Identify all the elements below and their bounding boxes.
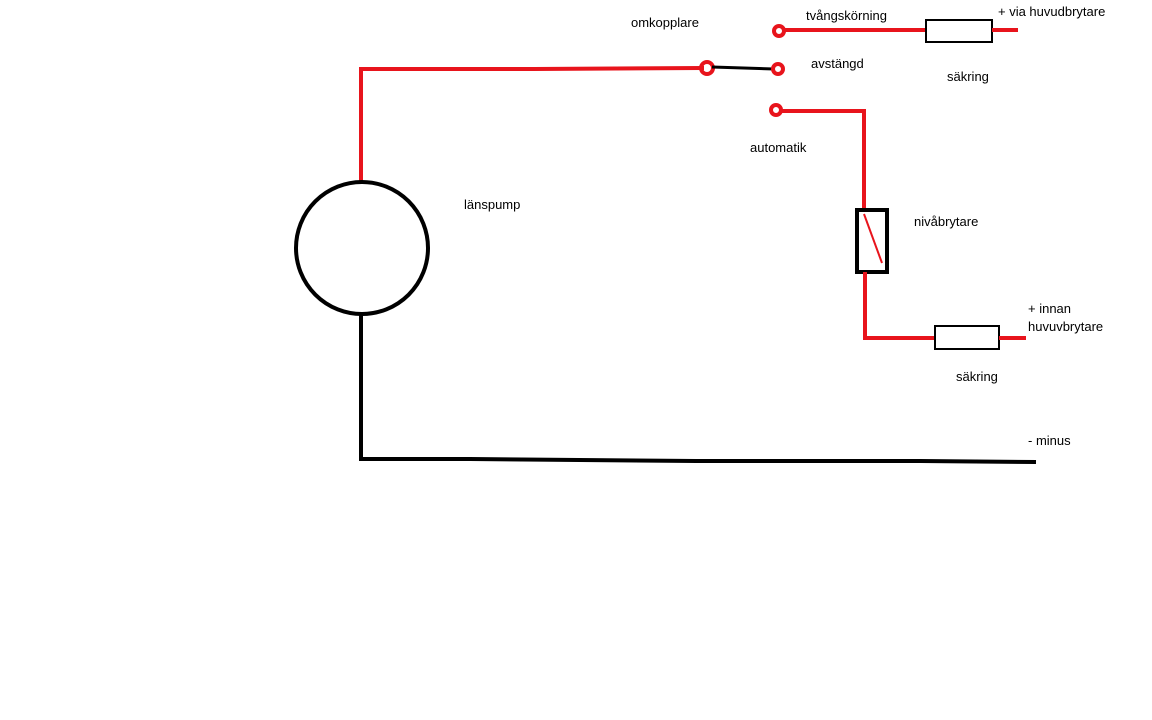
level-switch xyxy=(855,208,889,274)
label-fuse-top: säkring xyxy=(947,69,989,84)
level-switch-contact xyxy=(863,213,883,264)
wire-pump-to-switch xyxy=(359,66,705,184)
label-level-switch: nivåbrytare xyxy=(914,214,978,229)
switch-terminal-auto xyxy=(769,103,783,117)
switch-common-terminal xyxy=(699,60,715,76)
label-forced: tvångskörning xyxy=(806,8,887,23)
fuse-top xyxy=(925,19,993,43)
bilge-pump-symbol xyxy=(294,180,430,316)
label-switch: omkopplare xyxy=(631,15,699,30)
label-supply-before-2: huvuvbrytare xyxy=(1028,319,1103,334)
label-auto: automatik xyxy=(750,140,807,155)
label-supply-before-1: + innan xyxy=(1028,301,1071,316)
label-pump: länspump xyxy=(464,197,520,212)
wire-level-switch-to-fuse xyxy=(863,272,935,340)
label-supply-main: + via huvudbrytare xyxy=(998,4,1105,19)
label-off: avstängd xyxy=(811,56,864,71)
wire-auto-to-level-switch xyxy=(781,109,866,210)
wire-negative xyxy=(359,314,1037,464)
label-fuse-bottom: säkring xyxy=(956,369,998,384)
switch-terminal-forced xyxy=(772,24,786,38)
switch-terminal-off xyxy=(771,62,785,76)
fuse-bottom xyxy=(934,325,1000,350)
switch-lever xyxy=(711,65,775,71)
label-minus: - minus xyxy=(1028,433,1071,448)
